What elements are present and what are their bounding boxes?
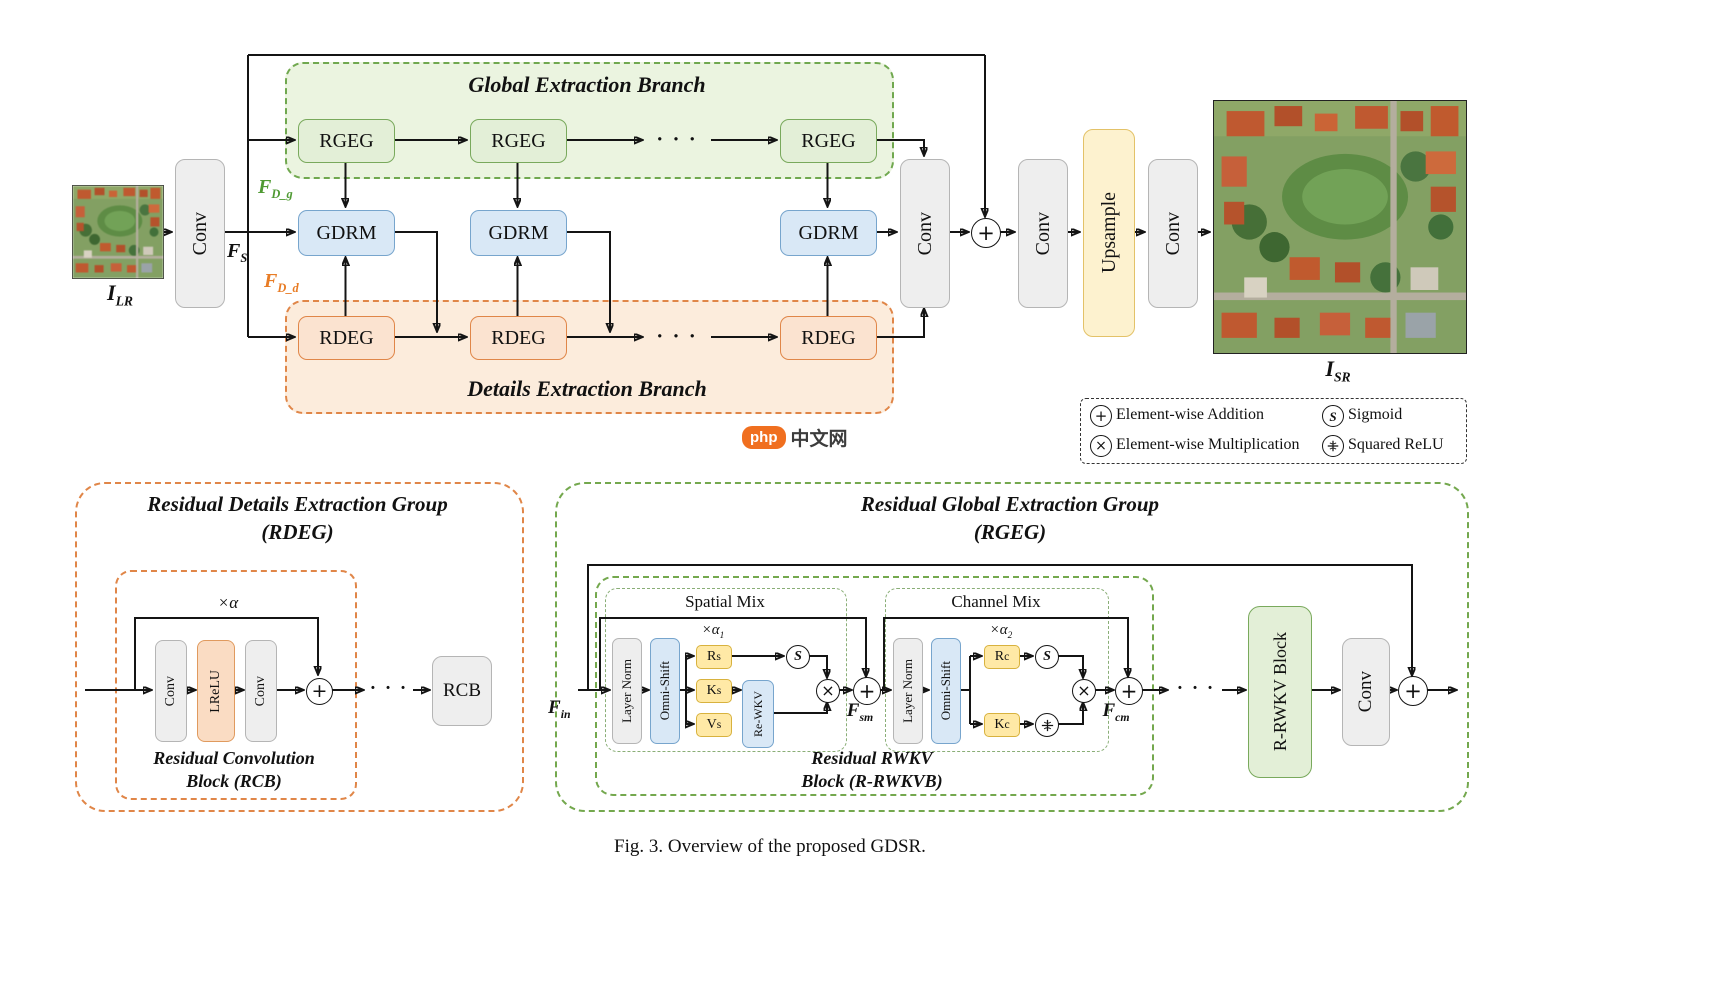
rdeg-block-1: RDEG [298,316,395,360]
spatial-mix-box [605,588,847,752]
rdeg-panel-title: Residual Details Extraction Group [147,492,448,516]
rcb-inner-box [115,570,357,800]
rdeg-panel-subtitle: (RDEG) [261,520,334,544]
rrwkvb-inner-box [595,576,1154,796]
rgeg-panel-title: Residual Global Extraction Group [860,492,1160,516]
legend-squared-relu-label: Squared ReLU [1348,436,1444,453]
gdrm-block-1: GDRM [298,210,395,256]
gdrm-block-2: GDRM [470,210,567,256]
legend-multiply-icon: × [1090,435,1112,457]
spatial-mix-title: Spatial Mix [685,592,765,611]
legend-sigmoid-icon: S [1322,405,1344,427]
spatial-add-node: + [853,677,881,705]
legend-box [1080,398,1467,464]
rcb-conv-block-1: Conv [155,640,187,742]
rdeg-group-box [75,482,524,812]
isr-aerial-art [1214,101,1466,353]
rcb-caption-line2: Block (RCB) [186,771,282,791]
rgeg-block-2: RGEG [470,119,567,163]
rgeg-ellipsis: · · · [656,127,698,151]
squared-relu-glyph [1041,719,1053,731]
connectors-rdeg-panel [85,617,429,690]
legend-squared-relu-icon [1322,435,1344,457]
connectors-top [163,54,1209,337]
rdeg-block-2: RDEG [470,316,567,360]
channel-mix-box [885,588,1109,752]
rcb-conv-block-2: Conv [245,640,277,742]
rewkv-block: Re-WKV [742,680,774,748]
rgeg-conv-block: Conv [1342,638,1390,746]
watermark-badge: php [742,426,786,449]
alpha2-label: ×α2 [989,622,1013,641]
rcb-lrelu-block: LReLU [197,640,235,742]
channel-mix-title: Channel Mix [951,592,1041,611]
rdeg-alpha-label: ×α [217,593,239,612]
legend-add-icon: + [1090,405,1112,427]
fs-label: FS [227,240,248,265]
upsample-block: Upsample [1083,129,1135,337]
squared-relu-glyph [1327,440,1339,452]
rgeg-block-1: RGEG [298,119,395,163]
fdd-label: FD_d [264,270,299,295]
rdeg-ellipsis: · · · [656,324,698,348]
spatial-sigmoid-node: S [786,645,810,669]
rgeg-panel-ellipsis: · · · [1176,678,1216,699]
legend-sigmoid-label: Sigmoid [1348,406,1403,423]
rrwkvb-caption-line1: Residual RWKV [811,748,933,768]
channel-omni-shift: Omni-Shift [931,638,961,744]
rgeg-panel-subtitle: (RGEG) [973,520,1047,544]
channel-squared-relu-node [1035,713,1059,737]
global-branch-title: Global Extraction Branch [468,72,706,97]
connectors-rgeg-panel [578,564,1456,724]
fcm-label: Fcm [1102,700,1130,724]
rgeg-block-3: RGEG [780,119,877,163]
channel-sigmoid-node: S [1035,645,1059,669]
conv-block-1: Conv [175,159,225,308]
ilr-aerial-art [73,186,163,278]
fsm-label: Fsm [846,700,874,724]
rrwkvb-caption-line2: Block (R-RWKVB) [801,771,943,791]
conv-block-2: Conv [900,159,950,308]
watermark-text: 中文网 [790,429,848,450]
ilr-label: ILR [107,280,133,309]
legend-multiply-label: Element-wise Multiplication [1116,436,1300,453]
rgeg-final-add-node: + [1398,676,1428,706]
figure-caption: Fig. 3. Overview of the proposed GDSR. [614,836,926,857]
channel-add-node: + [1115,677,1143,705]
fdg-label: FD_g [258,176,293,201]
rdeg-panel-ellipsis: · · · [369,678,409,699]
isr-label: ISR [1325,356,1351,385]
details-branch-title: Details Extraction Branch [467,376,707,401]
rcb-block: RCB [432,656,492,726]
gdrm-block-3: GDRM [780,210,877,256]
spatial-layer-norm: Layer Norm [612,638,642,744]
conv-block-3: Conv [1018,159,1068,308]
isr-image [1213,100,1467,354]
channel-layer-norm: Layer Norm [893,638,923,744]
fin-label: Fin [548,697,571,721]
channel-multiply-node: × [1072,679,1096,703]
rgeg-group-box [555,482,1469,812]
spatial-multiply-node: × [816,679,840,703]
rdeg-block-3: RDEG [780,316,877,360]
alpha1-label: ×α1 [701,622,725,641]
watermark: php 中文网 [742,424,848,451]
add-node-top: + [971,218,1001,248]
spatial-omni-shift: Omni-Shift [650,638,680,744]
rrwkv-block: R-RWKV Block [1248,606,1312,778]
rcb-add-node: + [306,678,333,705]
legend-add-label: Element-wise Addition [1116,406,1264,423]
conv-block-4: Conv [1148,159,1198,308]
rcb-caption-line1: Residual Convolution [153,748,315,768]
ilr-image [72,185,164,279]
